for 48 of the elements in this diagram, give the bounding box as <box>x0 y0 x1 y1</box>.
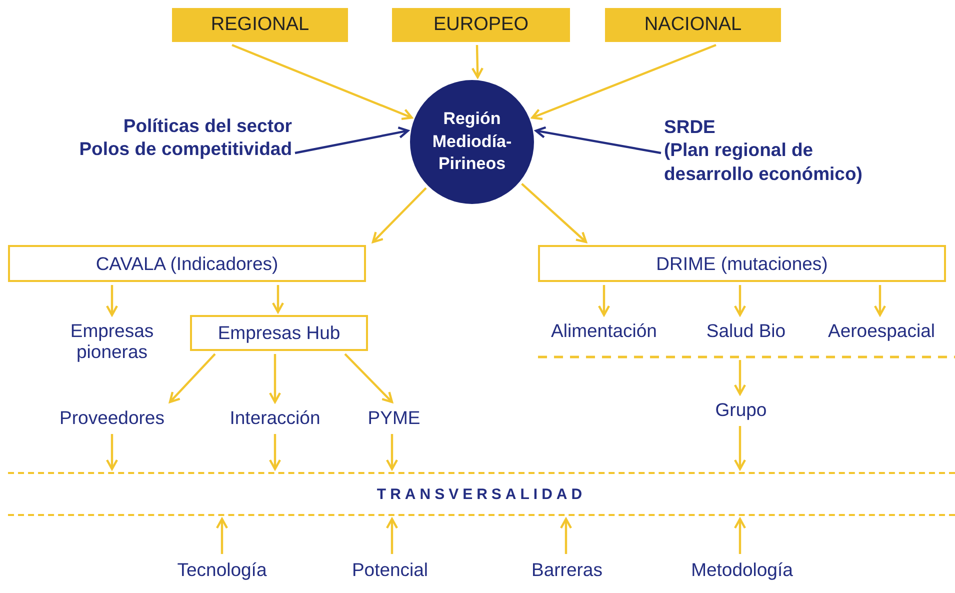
arrow <box>268 354 282 404</box>
arrow <box>874 285 886 316</box>
arrow <box>531 44 716 120</box>
arrow <box>386 518 398 554</box>
scope-box: EUROPEO <box>392 8 570 42</box>
arrow <box>386 434 398 470</box>
arrow <box>734 285 746 316</box>
region-circle: Región Mediodía-Pirineos <box>410 80 534 204</box>
item-label: Barreras <box>515 557 619 583</box>
scope-box: NACIONAL <box>605 8 781 42</box>
arrow <box>560 518 572 554</box>
note-text: (Plan regional de desarrollo económico) <box>664 138 864 185</box>
arrow <box>372 187 427 244</box>
item-label: Salud Bio <box>690 318 802 344</box>
arrow <box>232 44 413 120</box>
arrow <box>734 426 746 470</box>
arrow <box>534 126 662 154</box>
program-box: Empresas Hub <box>190 315 368 351</box>
item-label: Tecnología <box>157 557 287 583</box>
program-box: CAVALA (Indicadores) <box>8 245 366 282</box>
arrow <box>471 44 484 78</box>
program-box: DRIME (mutaciones) <box>538 245 946 282</box>
item-label: Proveedores <box>38 405 186 431</box>
arrow <box>168 353 216 404</box>
item-label: Alimentación <box>528 318 680 344</box>
item-label: Interacción <box>210 405 340 431</box>
arrow <box>294 126 410 154</box>
arrow <box>734 360 746 396</box>
item-label: Grupo <box>702 397 780 423</box>
item-label: PYME <box>358 405 430 431</box>
arrow <box>734 518 746 554</box>
arrow <box>521 182 588 244</box>
heading-text: Políticas del sector <box>123 114 292 137</box>
item-label: Metodología <box>668 557 816 583</box>
item-label: Potencial <box>335 557 445 583</box>
arrow <box>272 285 284 314</box>
arrow <box>344 353 394 404</box>
note-text: Polos de competitividad <box>79 137 292 160</box>
arrow <box>106 434 118 470</box>
scope-box: REGIONAL <box>172 8 348 42</box>
arrow <box>268 434 282 470</box>
arrow <box>216 518 228 554</box>
arrow <box>106 285 118 316</box>
item-label: Aeroespacial <box>808 318 955 344</box>
heading-text: SRDE <box>664 115 716 138</box>
cross-cutting-band: TRANSVERSALIDAD <box>8 472 955 516</box>
arrow <box>598 285 610 316</box>
item-label: Empresas pioneras <box>48 318 176 364</box>
